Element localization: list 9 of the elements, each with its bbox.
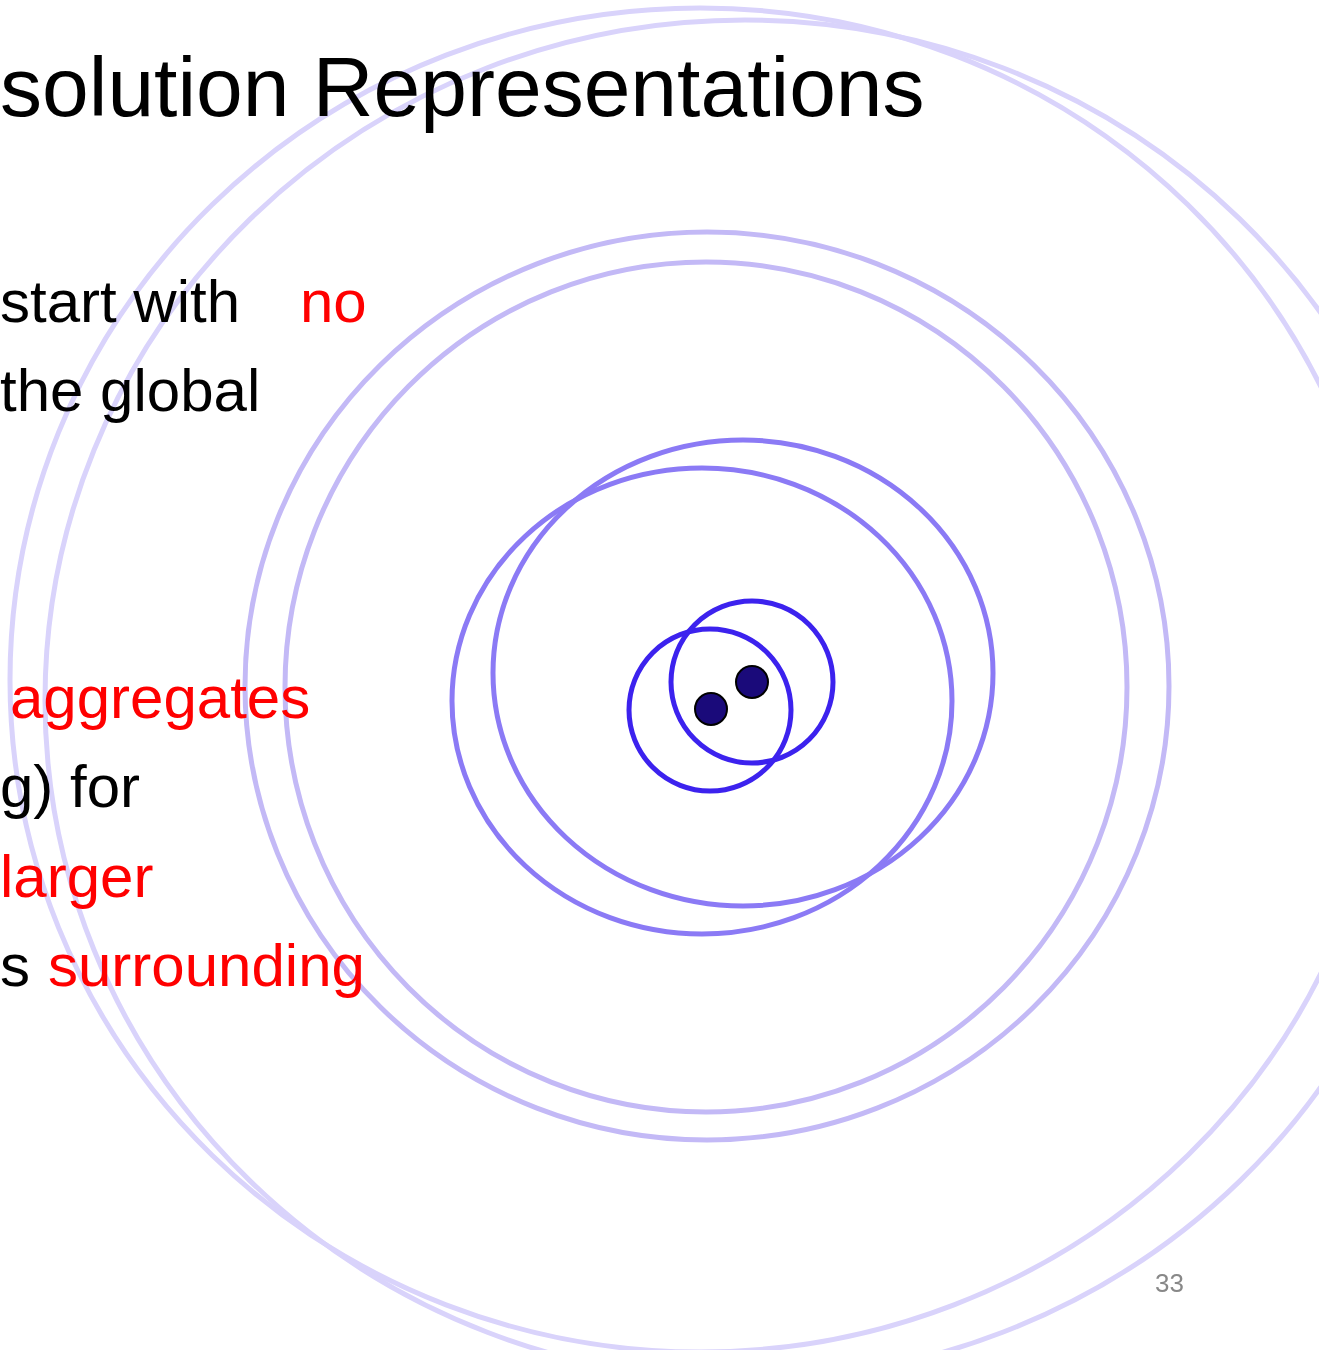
bullet-text: s xyxy=(0,936,30,996)
highlighted-text: no xyxy=(300,272,367,332)
highlighted-text: larger xyxy=(0,847,154,907)
bullet-text: g) for xyxy=(0,757,141,817)
bullet-text: start with xyxy=(0,272,241,332)
page-number: 33 xyxy=(1155,1270,1184,1296)
bullet-text: the global xyxy=(0,361,261,421)
highlighted-text: aggregates xyxy=(10,668,311,728)
highlighted-text: surrounding xyxy=(48,936,365,996)
